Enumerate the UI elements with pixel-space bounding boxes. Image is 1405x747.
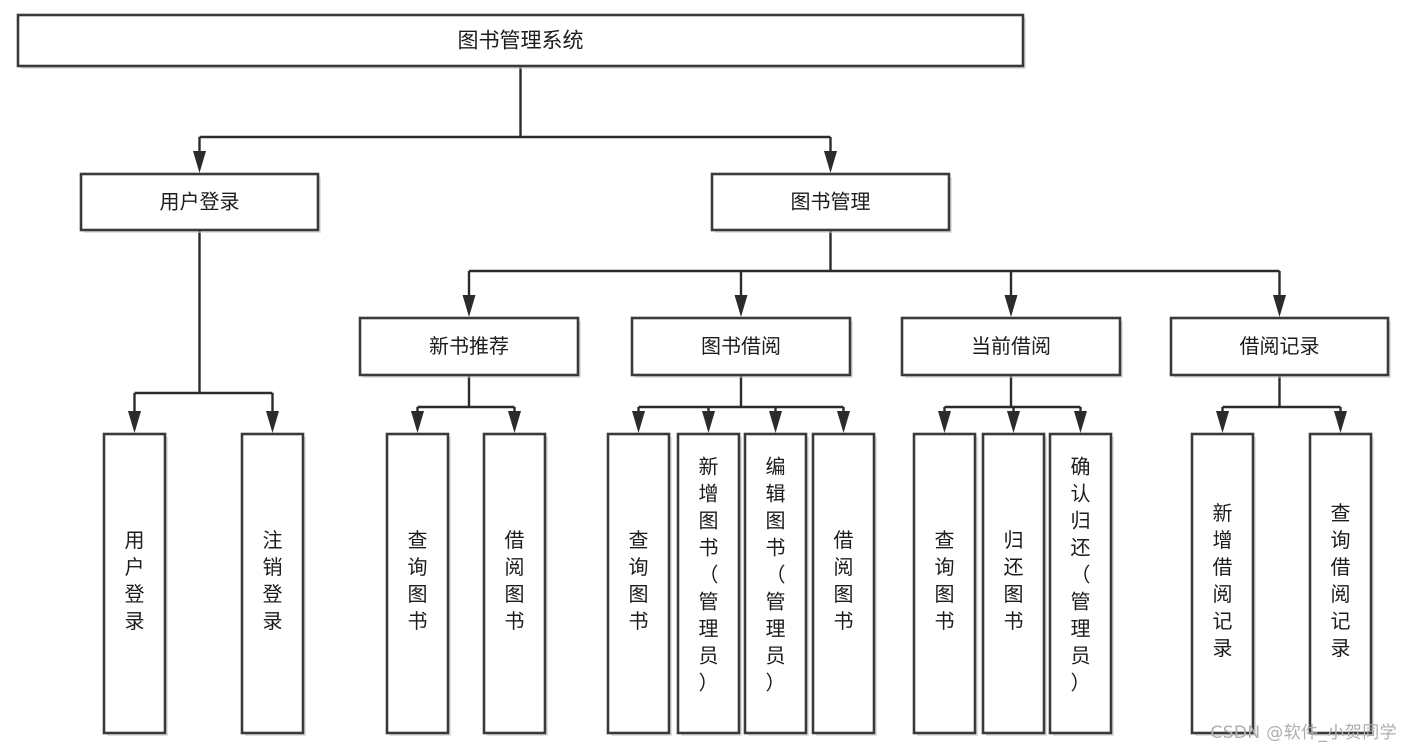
node-label: 新增借阅记录 bbox=[1213, 501, 1233, 660]
arrow-head-icon bbox=[1007, 411, 1020, 433]
tree-node-leaf-add-book[interactable]: 新增图书（管理员） bbox=[676, 432, 742, 736]
node-label: 编辑图书（管理员） bbox=[766, 455, 786, 695]
tree-node-root[interactable]: 图书管理系统 bbox=[16, 13, 1026, 69]
tree-node-borrow-record[interactable]: 借阅记录 bbox=[1169, 316, 1391, 378]
node-box bbox=[912, 432, 977, 735]
tree-node-book-borrow[interactable]: 图书借阅 bbox=[630, 316, 853, 378]
arrow-head-icon bbox=[824, 151, 837, 173]
node-box bbox=[1190, 432, 1255, 735]
node-box bbox=[900, 316, 1122, 377]
arrow-head-icon bbox=[1334, 411, 1347, 433]
node-box bbox=[102, 432, 167, 735]
node-label: 确认归还（管理员） bbox=[1071, 455, 1091, 695]
arrow-head-icon bbox=[1074, 411, 1087, 433]
node-label: 用户登录 bbox=[160, 190, 240, 214]
arrow-head-icon bbox=[769, 411, 782, 433]
node-box bbox=[743, 432, 808, 735]
tree-node-leaf-borrow-book-2[interactable]: 借阅图书 bbox=[811, 432, 877, 736]
node-label: 用户登录 bbox=[125, 528, 145, 633]
node-label: 借阅图书 bbox=[834, 528, 854, 633]
tree-node-leaf-return-book[interactable]: 归还图书 bbox=[981, 432, 1047, 736]
node-box bbox=[482, 432, 547, 735]
node-label: 图书管理系统 bbox=[458, 29, 584, 53]
csdn-watermark: CSDN @软件_小贺同学 bbox=[1210, 723, 1397, 743]
node-box bbox=[240, 432, 305, 735]
node-box bbox=[1308, 432, 1373, 735]
arrow-head-icon bbox=[462, 295, 476, 317]
node-label: 图书借阅 bbox=[701, 334, 781, 358]
tree-node-leaf-logout[interactable]: 注销登录 bbox=[240, 432, 306, 736]
node-box bbox=[16, 13, 1025, 68]
arrow-head-icon bbox=[193, 151, 206, 173]
node-label: 查询借阅记录 bbox=[1331, 501, 1351, 660]
tree-node-leaf-query-book-3[interactable]: 查询图书 bbox=[912, 432, 978, 736]
node-label: 新增图书（管理员） bbox=[699, 455, 719, 695]
tree-node-leaf-query-book-2[interactable]: 查询图书 bbox=[606, 432, 672, 736]
node-label: 注销登录 bbox=[263, 528, 283, 633]
arrow-head-icon bbox=[266, 411, 279, 433]
node-label: 新书推荐 bbox=[429, 334, 509, 358]
node-box bbox=[676, 432, 741, 735]
connectors-layer bbox=[128, 66, 1347, 433]
node-label: 查询图书 bbox=[408, 528, 428, 633]
node-box bbox=[1169, 316, 1390, 377]
node-label: 借阅图书 bbox=[505, 528, 525, 633]
arrow-head-icon bbox=[128, 411, 141, 433]
node-box bbox=[981, 432, 1046, 735]
arrow-head-icon bbox=[734, 295, 748, 317]
tree-node-leaf-confirm-return[interactable]: 确认归还（管理员） bbox=[1048, 432, 1114, 736]
tree-node-book-manage[interactable]: 图书管理 bbox=[710, 172, 952, 233]
arrow-head-icon bbox=[1273, 295, 1286, 317]
node-box bbox=[358, 316, 580, 377]
node-label: 图书管理 bbox=[791, 190, 871, 214]
node-box bbox=[811, 432, 876, 735]
tree-node-leaf-edit-book[interactable]: 编辑图书（管理员） bbox=[743, 432, 809, 736]
arrow-head-icon bbox=[1216, 411, 1229, 433]
node-box bbox=[710, 172, 951, 232]
node-label: 查询图书 bbox=[935, 528, 955, 633]
tree-node-leaf-user-login[interactable]: 用户登录 bbox=[102, 432, 168, 736]
tree-node-new-book-rec[interactable]: 新书推荐 bbox=[358, 316, 581, 378]
node-box bbox=[1048, 432, 1113, 735]
node-box bbox=[79, 172, 320, 232]
tree-node-leaf-borrow-book-1[interactable]: 借阅图书 bbox=[482, 432, 548, 736]
tree-node-user-login[interactable]: 用户登录 bbox=[79, 172, 321, 233]
nodes-layer: 图书管理系统用户登录图书管理新书推荐图书借阅当前借阅借阅记录用户登录注销登录查询… bbox=[16, 13, 1391, 736]
arrow-head-icon bbox=[938, 411, 951, 433]
arrow-head-icon bbox=[411, 411, 424, 433]
tree-node-current-borrow[interactable]: 当前借阅 bbox=[900, 316, 1123, 378]
arrow-head-icon bbox=[632, 411, 645, 433]
node-label: 当前借阅 bbox=[971, 334, 1051, 358]
node-label: 借阅记录 bbox=[1240, 334, 1320, 358]
tree-node-leaf-query-book-1[interactable]: 查询图书 bbox=[385, 432, 451, 736]
tree-node-leaf-query-record[interactable]: 查询借阅记录 bbox=[1308, 432, 1374, 736]
tree-node-leaf-add-record[interactable]: 新增借阅记录 bbox=[1190, 432, 1256, 736]
node-box bbox=[606, 432, 671, 735]
node-box bbox=[385, 432, 450, 735]
node-label: 查询图书 bbox=[629, 528, 649, 633]
node-label: 归还图书 bbox=[1004, 528, 1024, 633]
node-box bbox=[630, 316, 852, 377]
arrow-head-icon bbox=[837, 411, 850, 433]
arrow-head-icon bbox=[508, 411, 521, 433]
arrow-head-icon bbox=[702, 411, 715, 433]
arrow-head-icon bbox=[1004, 295, 1018, 317]
